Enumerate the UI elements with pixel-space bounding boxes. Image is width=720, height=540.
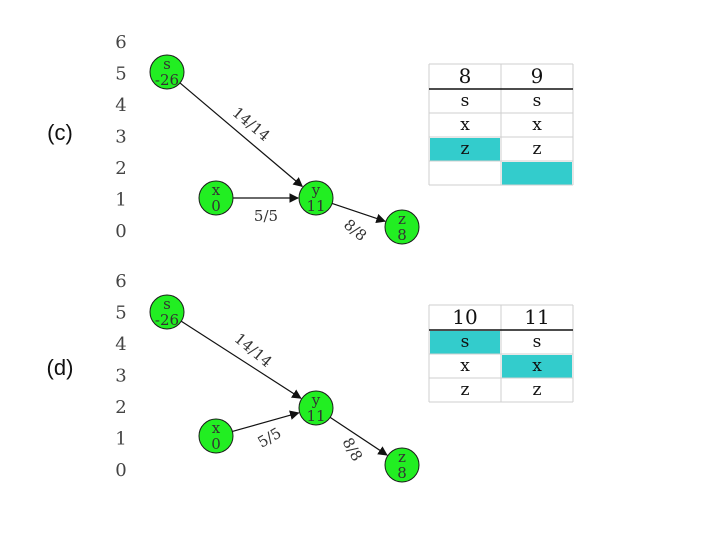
node-name: s [163,295,171,313]
edge-label: 5/5 [255,424,285,452]
node-z: z8 [384,209,420,245]
y-axis-tick: 6 [115,271,126,292]
node-x: x0 [198,418,234,454]
y-axis-tick: 3 [115,127,126,148]
table-cell: s [461,332,470,352]
node-y: y11 [298,180,334,216]
node-s: s-26 [149,54,185,90]
node-circle [298,180,334,216]
node-z: z8 [384,447,420,483]
table-cell: x [532,356,542,376]
panel-label: (d) [47,355,74,380]
node-circle [149,54,185,90]
y-axis-tick: 6 [115,32,126,53]
node-value: -26 [155,311,179,329]
y-axis-tick: 4 [115,334,126,355]
table-cell: s [461,91,470,111]
edge-label: 8/8 [340,216,370,245]
edge-label: 14/14 [231,329,276,371]
node-value: 8 [397,464,407,482]
table-cell: s [533,332,542,352]
table-cell: x [460,115,470,135]
table-cell: s [533,91,542,111]
table-header: 11 [524,305,549,329]
y-axis-tick: 3 [115,366,126,387]
table-cell: z [533,380,542,400]
y-axis-tick: 0 [115,221,126,242]
table-cell: z [461,139,470,159]
table-cell: z [533,139,542,159]
table-cell: z [461,380,470,400]
node-name: x [212,181,221,199]
table-header: 10 [452,305,477,329]
node-circle [298,390,334,426]
node-name: x [212,419,221,437]
table-cell: x [460,356,470,376]
node-name: z [398,210,406,228]
node-circle [198,180,234,216]
highlight-cell [430,138,500,161]
highlight-cell [502,355,572,378]
edge-label: 5/5 [254,207,278,225]
y-axis-tick: 5 [115,303,126,324]
y-axis-tick: 2 [115,158,126,179]
y-axis-tick: 1 [115,429,126,450]
highlight-cell [430,331,500,354]
y-axis-tick: 0 [115,460,126,481]
table-header: 9 [531,64,544,88]
y-axis-tick: 4 [115,95,126,116]
node-value: 0 [211,435,221,453]
node-value: 11 [306,197,325,215]
node-value: 0 [211,197,221,215]
node-circle [384,209,420,245]
node-circle [149,294,185,330]
edge-label: 14/14 [229,103,274,145]
node-name: y [311,181,321,199]
node-circle [384,447,420,483]
node-name: s [163,55,171,73]
node-value: -26 [155,71,179,89]
node-name: y [311,391,321,409]
edge-y-z [329,416,388,456]
y-axis-tick: 1 [115,190,126,211]
panel-label: (c) [47,120,73,145]
node-s: s-26 [149,294,185,330]
node-value: 11 [306,407,325,425]
y-axis-tick: 5 [115,64,126,85]
node-name: z [398,448,406,466]
highlight-cell [502,162,572,185]
node-y: y11 [298,390,334,426]
edge-x-y [232,410,300,432]
table-cell: x [532,115,542,135]
edge-y-z [331,202,386,224]
edge-s-y [180,320,302,399]
node-x: x0 [198,180,234,216]
y-axis-tick: 2 [115,397,126,418]
edge-s-y [179,82,303,187]
table-header: 8 [459,64,472,88]
node-circle [198,418,234,454]
node-value: 8 [397,226,407,244]
